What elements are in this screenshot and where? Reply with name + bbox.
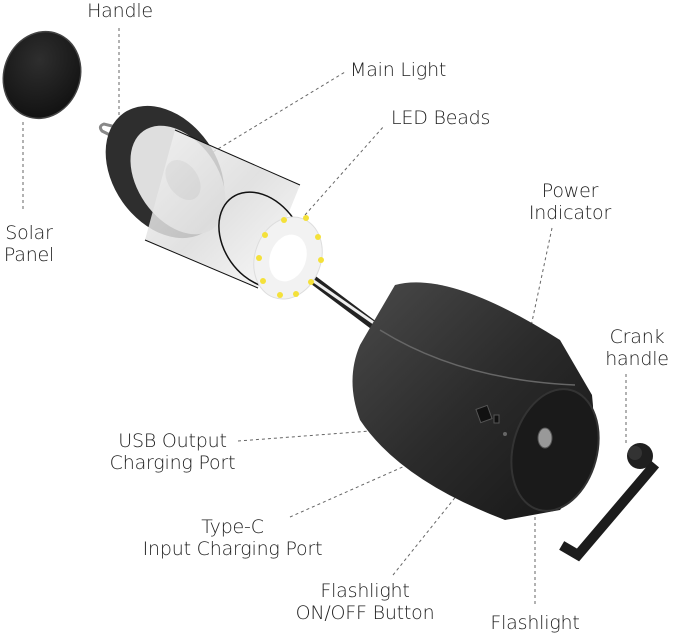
label-usb-output-line2: Charging Port <box>109 452 236 474</box>
solar-panel-part <box>2 30 82 120</box>
label-crank-handle-line1: Crank <box>609 326 665 348</box>
label-led-beads: LED Beads <box>391 107 491 129</box>
label-flashlight: Flashlight <box>490 612 580 634</box>
body-part <box>352 282 600 520</box>
label-usb-output-line1: USB Output <box>118 430 227 452</box>
label-type-c-line1: Type-C <box>201 516 264 538</box>
handle-part <box>98 122 127 145</box>
label-power-indicator-line2: Indicator <box>528 202 612 224</box>
label-crank-handle-line2: handle <box>605 348 669 370</box>
label-handle: Handle <box>87 0 153 22</box>
label-type-c-line2: Input Charging Port <box>142 538 323 560</box>
crank-handle-part <box>559 443 660 562</box>
label-flash-button-line2: ON/OFF Button <box>295 602 435 624</box>
label-solar-panel-line1: Solar <box>5 222 53 244</box>
led-beads-part <box>253 215 324 300</box>
label-flash-button-line1: Flashlight <box>320 580 410 602</box>
label-power-indicator-line1: Power <box>541 180 599 202</box>
label-solar-panel-line2: Panel <box>3 244 55 266</box>
label-main-light: Main Light <box>350 59 447 81</box>
